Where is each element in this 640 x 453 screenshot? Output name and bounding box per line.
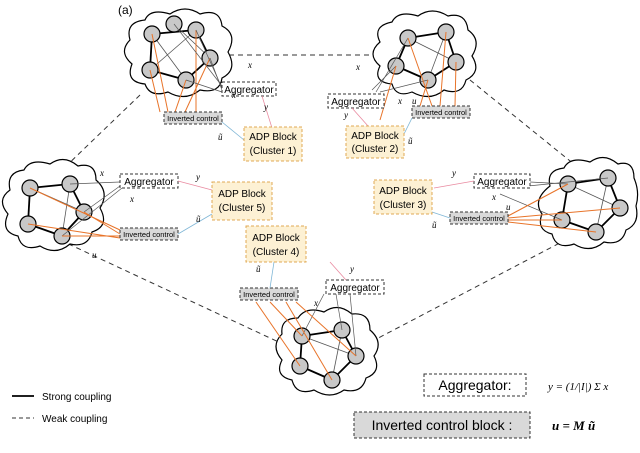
aggregator-legend-label: Aggregator: bbox=[438, 377, 511, 393]
adp-block-1 bbox=[243, 126, 303, 162]
figure-label: (a) bbox=[118, 3, 133, 17]
inverted-control-1-label: Inverted control bbox=[167, 114, 219, 123]
inverted-control-equation: u = M ũ bbox=[552, 418, 595, 433]
equation-panel: Aggregator: y = (1/|I|) Σ x Inverted con… bbox=[353, 373, 608, 439]
adp-block-5 bbox=[211, 181, 273, 221]
adp-block-5-cluster: (Cluster 5) bbox=[219, 203, 266, 214]
u-label-5: u bbox=[92, 250, 97, 260]
inverted-control-2 bbox=[411, 105, 471, 119]
aggregator-4-label: Aggregator bbox=[330, 283, 380, 294]
x-label-4: x bbox=[313, 298, 318, 308]
x-label-1b: x bbox=[231, 90, 236, 100]
cluster-1 bbox=[123, 8, 233, 113]
adp-block-3 bbox=[373, 179, 433, 215]
x-label-3: x bbox=[491, 192, 496, 202]
u-tilde-label-3: ũ bbox=[432, 220, 437, 230]
weak-coupling-label: Weak coupling bbox=[42, 414, 107, 425]
adp-block-3-title: ADP Block bbox=[379, 186, 428, 197]
inverted-control-4-label: Inverted control bbox=[243, 290, 295, 299]
y-label-1: y bbox=[263, 102, 268, 112]
aggregator-5-label: Aggregator bbox=[124, 177, 174, 188]
u-label-3: u bbox=[506, 202, 511, 212]
adp-block-1-title: ADP Block bbox=[249, 132, 298, 143]
adp-block-4-title: ADP Block bbox=[252, 233, 301, 244]
aggregator-3-label: Aggregator bbox=[477, 177, 527, 188]
x-label-1a: x bbox=[247, 60, 252, 70]
inverted-control-2-label: Inverted control bbox=[415, 108, 467, 117]
u-label-2: u bbox=[412, 96, 417, 106]
legend: Strong coupling Weak coupling bbox=[12, 392, 112, 425]
aggregator-2 bbox=[327, 93, 385, 109]
x-label-2a: x bbox=[355, 62, 360, 72]
x-label-2b: x bbox=[397, 96, 402, 106]
y-label-2: y bbox=[343, 110, 348, 120]
adp-block-4 bbox=[245, 225, 307, 263]
inverted-control-5-label: Inverted control bbox=[123, 230, 175, 239]
aggregator-legend-box bbox=[423, 373, 527, 397]
inverted-control-4 bbox=[239, 287, 299, 301]
u-tilde-label-4: ũ bbox=[256, 264, 261, 274]
adp-block-2 bbox=[345, 125, 405, 159]
aggregator-4 bbox=[325, 279, 385, 295]
cluster-4 bbox=[255, 293, 379, 396]
u-tilde-label-2: ũ bbox=[408, 136, 413, 146]
aggregator-equation: y = (1/|I|) Σ x bbox=[547, 381, 608, 393]
x-label-5b: x bbox=[129, 194, 134, 204]
adp-block-2-title: ADP Block bbox=[351, 131, 400, 142]
adp-block-3-cluster: (Cluster 3) bbox=[380, 200, 427, 211]
adp-block-4-cluster: (Cluster 4) bbox=[253, 247, 300, 258]
inverted-control-legend-label: Inverted control block : bbox=[372, 417, 513, 433]
strong-coupling-label: Strong coupling bbox=[42, 392, 112, 403]
aggregator-1-label: Aggregator bbox=[224, 85, 274, 96]
adp-block-2-cluster: (Cluster 2) bbox=[352, 144, 399, 155]
y-label-4: y bbox=[349, 264, 354, 274]
adp-block-5-title: ADP Block bbox=[218, 189, 267, 200]
y-label-5: y bbox=[195, 172, 200, 182]
inverted-control-legend-box bbox=[353, 411, 531, 439]
adp-block-1-cluster: (Cluster 1) bbox=[250, 146, 297, 157]
inverted-control-3 bbox=[449, 211, 509, 225]
u-tilde-label-1: ũ bbox=[218, 132, 223, 142]
x-label-5a: x bbox=[99, 168, 104, 178]
cluster-2 bbox=[371, 10, 477, 121]
u-tilde-label-5: ũ bbox=[196, 214, 201, 224]
aggregator-1 bbox=[221, 81, 277, 97]
aggregator-2-label: Aggregator bbox=[331, 97, 381, 108]
inverted-control-3-label: Inverted control bbox=[453, 214, 505, 223]
y-label-3: y bbox=[451, 168, 456, 178]
inverted-control-5 bbox=[119, 227, 179, 241]
inter-cluster-coupling bbox=[59, 54, 576, 346]
cluster-3 bbox=[499, 156, 639, 250]
cluster-5 bbox=[1, 158, 123, 252]
inverted-control-1 bbox=[163, 111, 223, 125]
